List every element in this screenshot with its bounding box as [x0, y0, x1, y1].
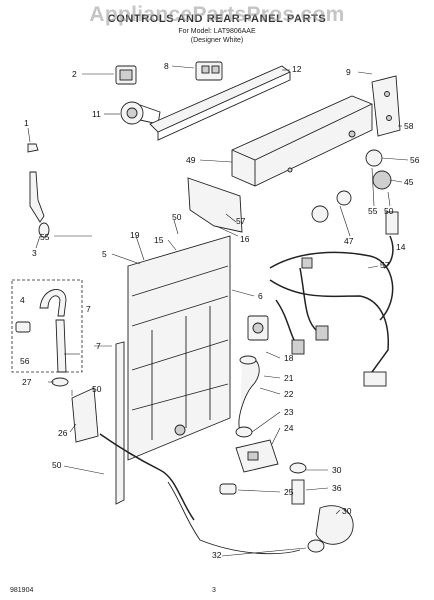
callout-8: 7: [86, 304, 91, 314]
callout-12: 11: [92, 109, 101, 119]
callout-19: 19: [130, 230, 140, 240]
callout-23: 23: [284, 407, 294, 417]
callout-16: 16: [240, 234, 250, 244]
water-valve: [247, 315, 269, 341]
switch-knob: [336, 190, 352, 206]
model-line: For Model: LAT9806AAE: [178, 28, 256, 35]
console-panel: [231, 95, 373, 187]
diagram-title: CONTROLS AND REAR PANEL PARTS: [107, 13, 327, 25]
watermark: AppliancePartsPros.com: [89, 3, 345, 26]
callout-39: 49: [186, 155, 196, 165]
knob-part: [365, 149, 383, 167]
hose-end: [38, 222, 50, 238]
drain-hose: [55, 319, 67, 373]
callout-18: 18: [284, 353, 294, 363]
callout-27: 27: [22, 377, 32, 387]
hose-collar: [307, 539, 325, 553]
color-line: (Designer White): [190, 37, 244, 44]
callout-5: 5: [102, 249, 107, 259]
callout-37: 47: [344, 236, 354, 246]
callout-45: 55: [368, 206, 378, 216]
callout-36: 45: [404, 177, 414, 187]
callout-labels: 2 11 8 12 9 49 58 56 45 50 55 47 57 16 1…: [20, 61, 420, 560]
wire-harness: [269, 235, 394, 387]
connector-part: [385, 211, 399, 235]
drain-line: [167, 481, 301, 555]
callout-14: 14: [396, 242, 406, 252]
callout-31: 32: [212, 550, 222, 560]
callout-55: 55: [40, 232, 50, 242]
callout-3: 3: [32, 248, 37, 258]
clamp-part: [51, 377, 69, 387]
drain-hose-hook: [39, 289, 67, 317]
pump-assembly: [235, 426, 279, 473]
module-part: [195, 61, 223, 81]
hose-fitting: [29, 171, 45, 223]
callout-47: 56: [410, 155, 420, 165]
page-number: 3: [212, 587, 216, 594]
callout-32: 36: [332, 483, 342, 493]
hose-clamp: [239, 355, 257, 365]
cabinet-bracket: [71, 387, 99, 443]
callout-21: 21: [284, 373, 294, 383]
callout-24: 24: [284, 423, 294, 433]
rear-panel: [127, 235, 231, 461]
coupling-part: [291, 479, 305, 505]
spring-hose: [99, 433, 195, 521]
callout-49: 57: [236, 216, 246, 226]
kit-box: [11, 279, 83, 373]
callout-44: 50: [384, 206, 394, 216]
callout-26: 26: [58, 428, 68, 438]
fitting-part: [289, 462, 307, 474]
pump-housing: [315, 505, 354, 545]
mounting-bracket: [149, 65, 291, 141]
nut-part: [27, 143, 39, 153]
callout-57: 57: [380, 260, 390, 270]
callout-50-mid: 50: [92, 384, 102, 394]
callout-25: 25: [284, 487, 294, 497]
switch-part: [115, 65, 137, 85]
callout-2: 2: [72, 69, 77, 79]
callout-22: 22: [284, 389, 294, 399]
side-rail: [115, 341, 125, 505]
callout-30-lower: 30: [342, 506, 352, 516]
inlet-hose: [238, 356, 260, 431]
callout-7: 7: [96, 341, 101, 351]
callout-6: 6: [258, 291, 263, 301]
callout-30: 30: [332, 465, 342, 475]
timer-part: [120, 101, 161, 125]
leader-lines: [27, 65, 409, 557]
callout-9: 8: [164, 61, 169, 71]
shield-part: [187, 177, 243, 233]
knob-cap: [372, 170, 392, 190]
callout-15: 15: [154, 235, 164, 245]
callout-11: 9: [346, 67, 351, 77]
callout-13: 12: [292, 64, 302, 74]
rotary-switch: [311, 205, 329, 223]
clip-part: [15, 321, 31, 333]
callout-4: 4: [20, 295, 25, 305]
callout-50-bottom: 50: [52, 460, 62, 470]
end-bracket: [371, 75, 401, 137]
callout-1: 1: [24, 118, 29, 128]
callout-50-top: 50: [172, 212, 182, 222]
filter-part: [219, 483, 237, 495]
doc-number: 981904: [10, 587, 34, 594]
callout-58: 58: [404, 121, 414, 131]
callout-56: 56: [20, 356, 30, 366]
